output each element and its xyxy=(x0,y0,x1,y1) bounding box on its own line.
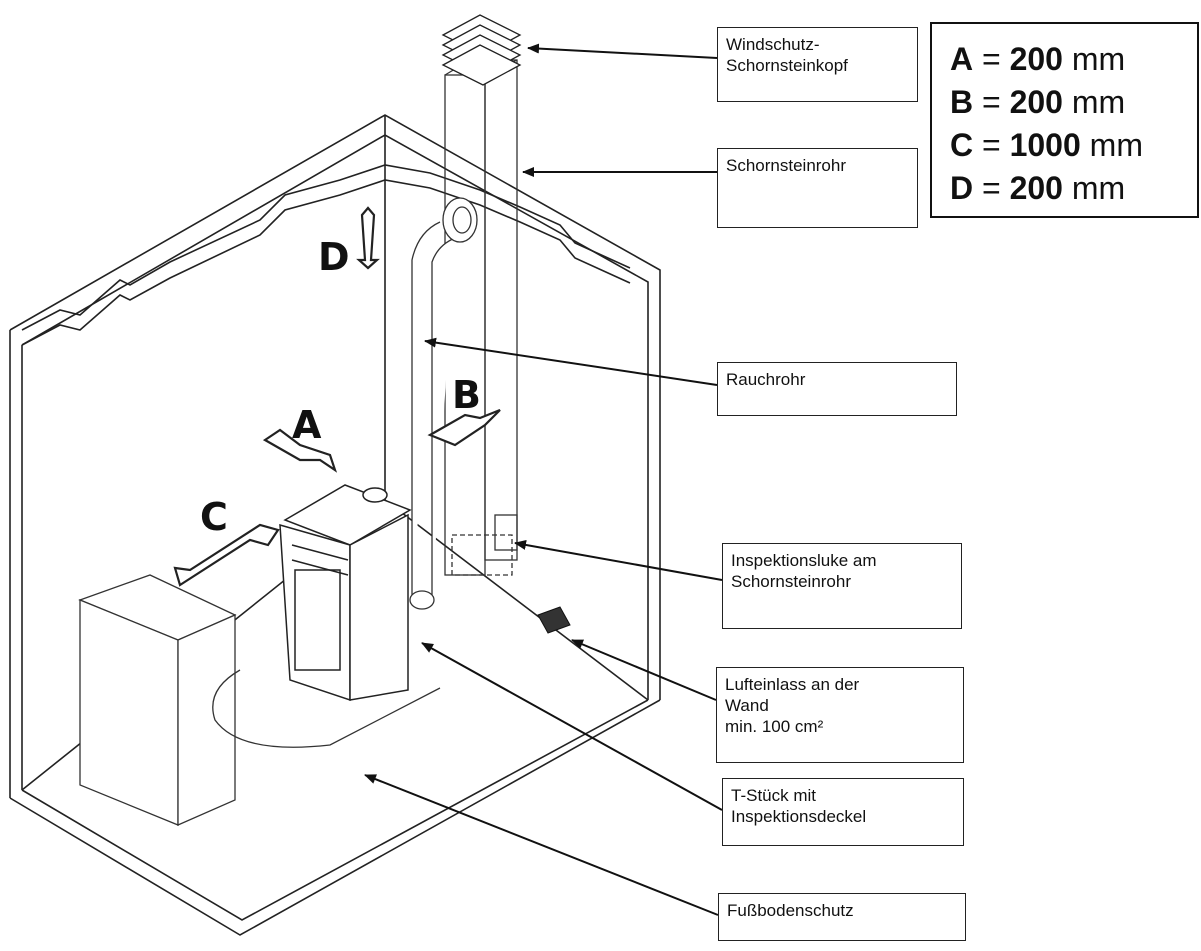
floor-protection xyxy=(212,669,441,748)
air-inlet xyxy=(537,606,571,634)
dimension-legend: A = 200 mm B = 200 mm C = 1000 mm D = 20… xyxy=(930,22,1199,218)
dimension-row-d: D = 200 mm xyxy=(950,170,1126,206)
leader-lines xyxy=(364,43,723,916)
arrow-b xyxy=(427,408,501,447)
leader-fussboden xyxy=(364,774,719,916)
smoke-pipe xyxy=(409,197,478,610)
chimney xyxy=(444,59,518,576)
letter-a: A xyxy=(292,403,322,447)
leader-lufteinlass xyxy=(571,639,717,701)
leader-tstueck xyxy=(421,642,723,811)
clearance-letters: A B C D xyxy=(200,235,481,539)
dimension-row-a: A = 200 mm xyxy=(950,41,1126,77)
leader-windschutz xyxy=(527,43,718,59)
leader-rauchrohr xyxy=(424,337,718,386)
chimney-cap xyxy=(441,14,522,86)
arrow-a xyxy=(262,428,338,473)
leader-inspektionsluke xyxy=(514,540,723,581)
label-lufteinlass: Lufteinlass an der Wand min. 100 cm² xyxy=(716,667,964,763)
label-windschutz-schornsteinkopf: Windschutz- Schornsteinkopf xyxy=(717,27,918,102)
dimension-row-c: C = 1000 mm xyxy=(950,127,1143,163)
label-fussbodenschutz: Fußbodenschutz xyxy=(718,893,966,941)
arrow-c xyxy=(173,523,280,587)
adjacent-cabinet xyxy=(78,574,237,826)
clearance-arrows xyxy=(173,206,501,587)
arrow-d xyxy=(356,206,380,270)
label-rauchrohr: Rauchrohr xyxy=(717,362,957,416)
label-inspektionsluke: Inspektionsluke am Schornsteinrohr xyxy=(722,543,962,629)
pellet-stove xyxy=(279,484,412,702)
label-schornsteinrohr: Schornsteinrohr xyxy=(717,148,918,228)
letter-b: B xyxy=(452,373,481,417)
room-walls xyxy=(9,114,661,936)
letter-c: C xyxy=(200,495,228,539)
dimension-row-b: B = 200 mm xyxy=(950,84,1126,120)
label-t-stueck: T-Stück mit Inspektionsdeckel xyxy=(722,778,964,846)
letter-d: D xyxy=(318,235,350,279)
